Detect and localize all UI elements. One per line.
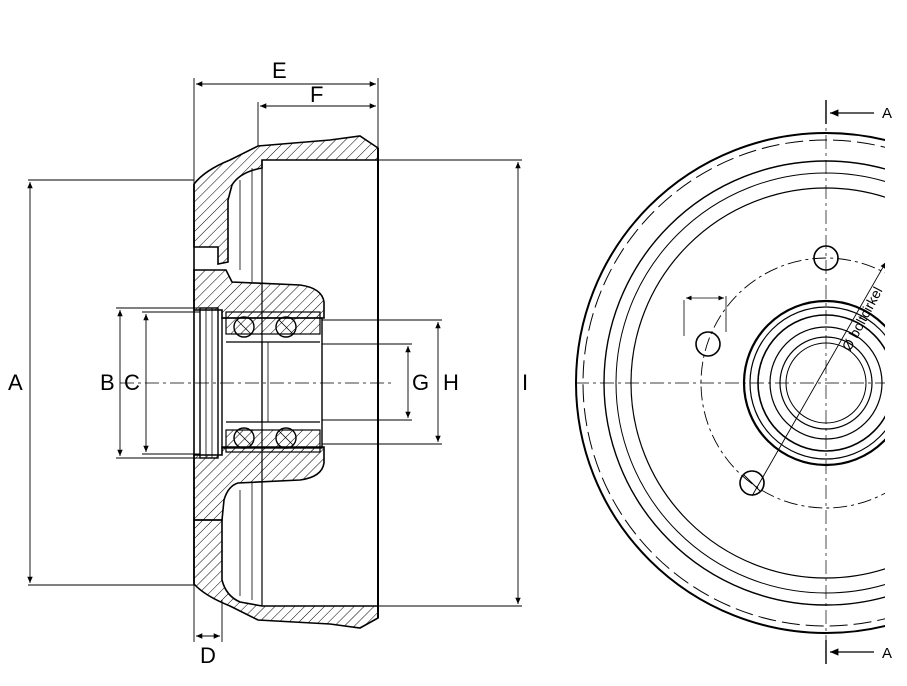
dim-label-c: C <box>124 370 140 395</box>
section-mark-top <box>825 100 874 124</box>
drum-section-top <box>193 135 379 265</box>
section-mark-top-label: A <box>882 105 892 122</box>
front-view <box>575 110 885 660</box>
dim-label-a: A <box>8 370 23 395</box>
dim-label-d: D <box>200 643 216 668</box>
hub-section-upper <box>193 269 325 319</box>
dimension-lines <box>27 78 522 642</box>
dim-label-f: F <box>310 82 323 107</box>
section-mark-bottom-label: A <box>882 645 892 662</box>
dim-label-h: H <box>443 370 459 395</box>
dim-label-i: I <box>522 370 528 395</box>
dimension-labels: A B C D E F G H I <box>8 58 528 668</box>
section-view <box>120 135 392 629</box>
dim-label-e: E <box>272 58 287 83</box>
dim-label-g: G <box>412 370 429 395</box>
section-mark-bottom <box>825 640 874 664</box>
dim-label-b: B <box>100 370 115 395</box>
hub-section-lower <box>193 446 325 521</box>
